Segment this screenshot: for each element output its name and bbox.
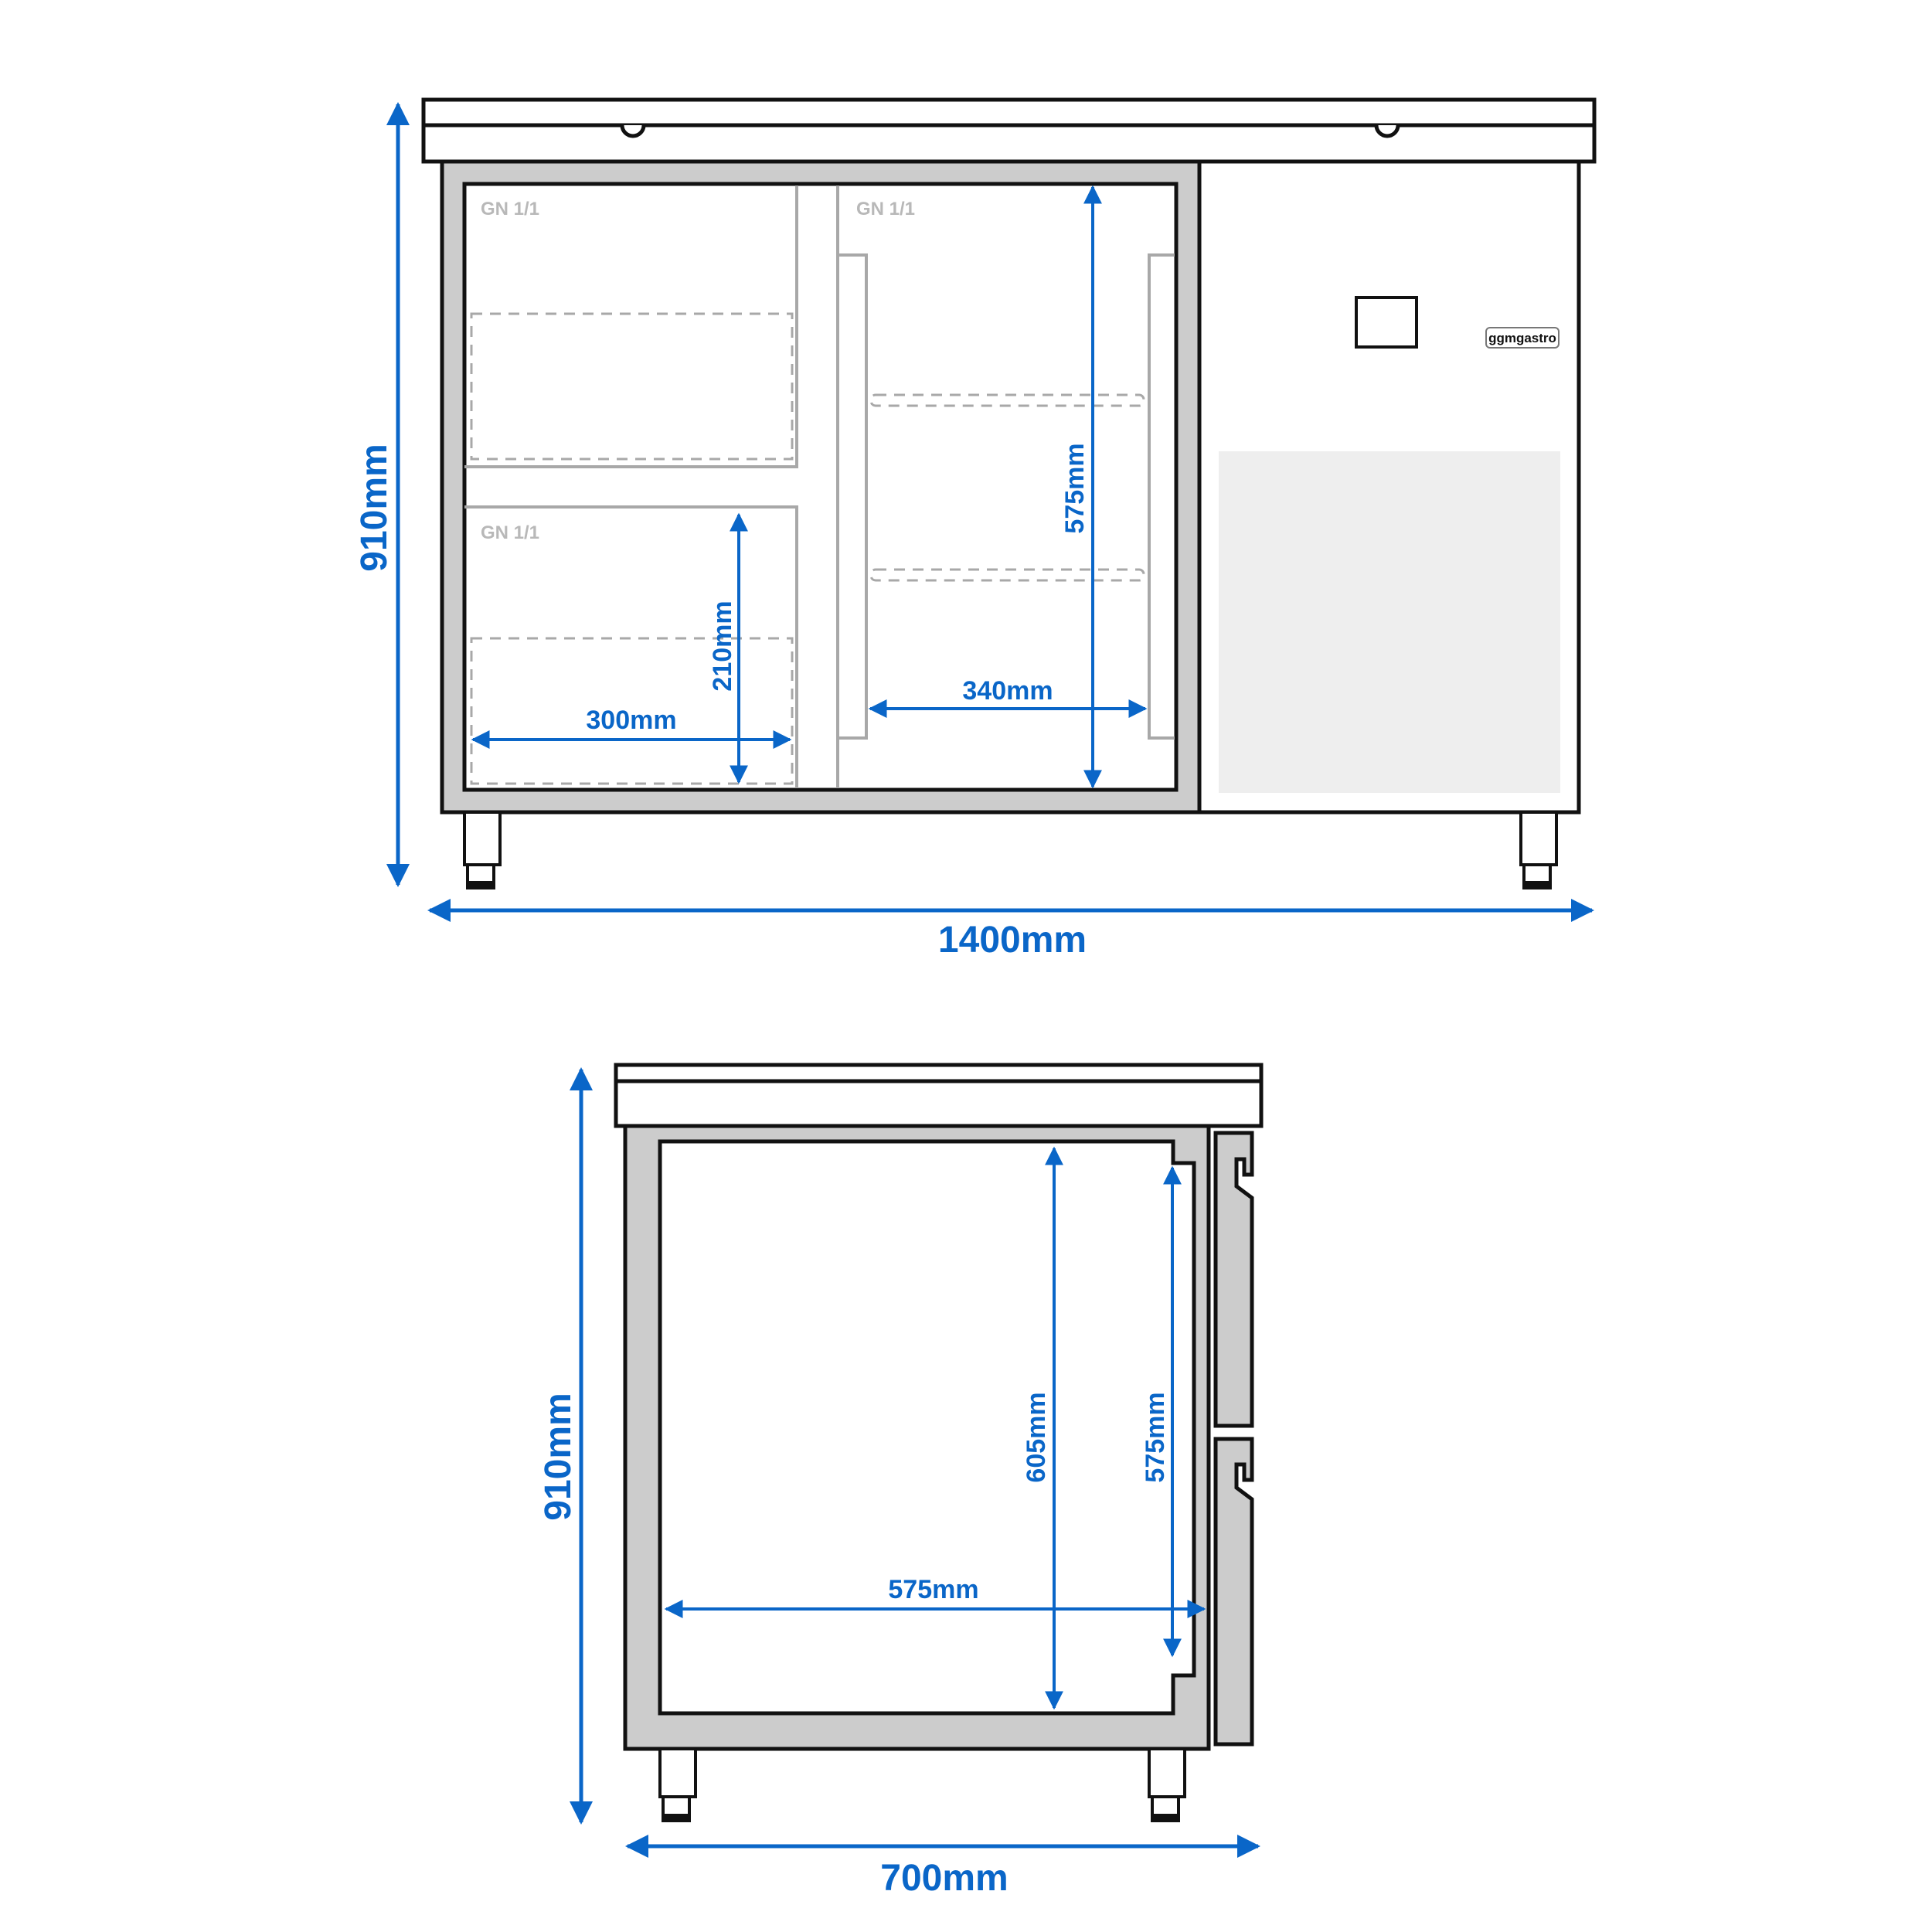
- front-view: GN 1/1 GN 1/1 GN 1/1 ggmgastro: [354, 97, 1597, 961]
- ventilation-panel: [1219, 451, 1560, 793]
- side-view: 910mm 700mm 575mm 605mm 575mm: [538, 1063, 1264, 1899]
- gn-label-top-left: GN 1/1: [481, 199, 539, 219]
- side-doors: [1213, 1131, 1254, 1747]
- drawer-bottom-left: GN 1/1: [464, 505, 798, 788]
- shelf-upper: [869, 393, 1145, 407]
- gn-label-bottom-left: GN 1/1: [481, 522, 539, 543]
- side-legs: [658, 1747, 1186, 1822]
- brand-badge: [1485, 327, 1560, 349]
- door-width-label: 340mm: [962, 676, 1053, 706]
- door-compartment: GN 1/1: [836, 185, 1175, 788]
- shelf-lower: [869, 568, 1145, 582]
- drawer-height-label: 210mm: [708, 600, 737, 691]
- worktop-notch-right-icon: [1374, 124, 1400, 138]
- drawer-width-label: 300mm: [586, 706, 676, 735]
- drawer-top-left: GN 1/1: [464, 185, 798, 468]
- brand-label: ggmgastro: [1488, 331, 1556, 345]
- side-interior: [658, 1139, 1196, 1716]
- front-legs: [463, 811, 1558, 889]
- cooled-compartment-interior: [462, 182, 1179, 792]
- inner-height-total-label: 605mm: [1022, 1392, 1051, 1482]
- control-display-icon: [1355, 296, 1418, 349]
- width-label-front: 1400mm: [938, 920, 1087, 961]
- front-dimensions: 910mm 1400mm 300mm 210mm 340mm 575mm: [354, 102, 1594, 961]
- door-height-label: 575mm: [1060, 443, 1090, 533]
- machine-compartment: ggmgastro: [1197, 159, 1581, 815]
- gn-label-top-right: GN 1/1: [856, 199, 915, 219]
- inner-height-door-label: 575mm: [1141, 1392, 1170, 1482]
- inner-depth-label: 575mm: [888, 1575, 978, 1604]
- height-label-side: 910mm: [538, 1393, 579, 1520]
- side-dimensions: 910mm 700mm 575mm 605mm 575mm: [538, 1067, 1260, 1899]
- side-worktop: [614, 1063, 1264, 1128]
- worktop: [421, 97, 1597, 164]
- height-label-front: 910mm: [354, 444, 395, 571]
- worktop-notch-left-icon: [620, 124, 646, 138]
- depth-label-side: 700mm: [880, 1858, 1008, 1899]
